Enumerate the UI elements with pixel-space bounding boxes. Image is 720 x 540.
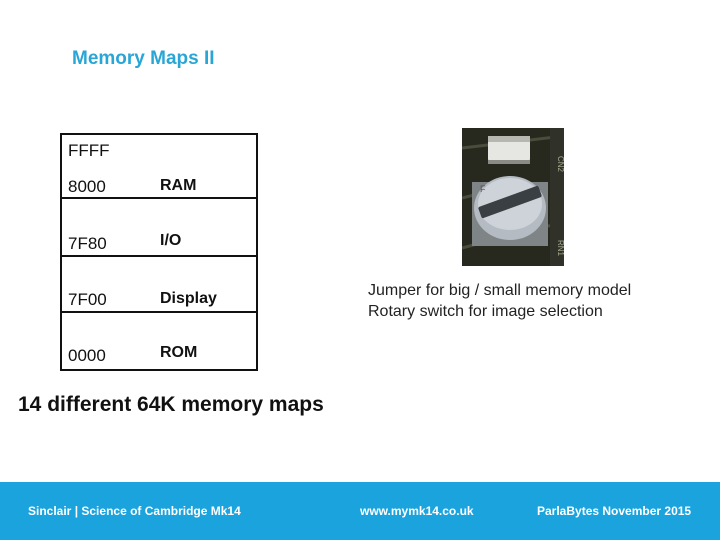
memory-map-diagram: FFFF 8000 RAM 7F80 I/O 7F00 Display 0000… [60,133,258,371]
photo-note-jumper: Jumper for big / small memory model [368,282,632,299]
region-address: 7F80 [68,234,107,253]
region-label: RAM [160,177,197,194]
memory-region-ram: 8000 RAM [62,135,256,199]
slide-title: Memory Maps II [72,48,215,69]
footer-left-text: Sinclair | Science of Cambridge Mk14 [28,504,241,518]
memory-region-display: 7F00 Display [62,257,256,313]
footer-right-text: ParlaBytes November 2015 [537,504,692,518]
region-address: 8000 [68,177,106,196]
svg-text:F: F [480,184,486,194]
slide-subtitle: 14 different 64K memory maps [18,393,324,416]
photo-note-rotary-switch: Rotary switch for image selection [368,303,603,320]
top-address-label: FFFF [68,141,110,160]
region-address: 0000 [68,346,106,365]
rotary-switch-photo: CN2 RN1 F [462,128,564,266]
region-address: 7F00 [68,290,107,309]
region-label: Display [160,290,217,307]
memory-region-io: 7F80 I/O [62,199,256,257]
footer-bar: Sinclair | Science of Cambridge Mk14 www… [0,482,720,540]
svg-text:RN1: RN1 [556,240,564,257]
footer-url: www.mymk14.co.uk [360,504,474,518]
svg-text:CN2: CN2 [556,156,564,173]
memory-region-rom: 0000 ROM [62,313,256,369]
region-label: ROM [160,344,198,361]
region-label: I/O [160,232,182,249]
